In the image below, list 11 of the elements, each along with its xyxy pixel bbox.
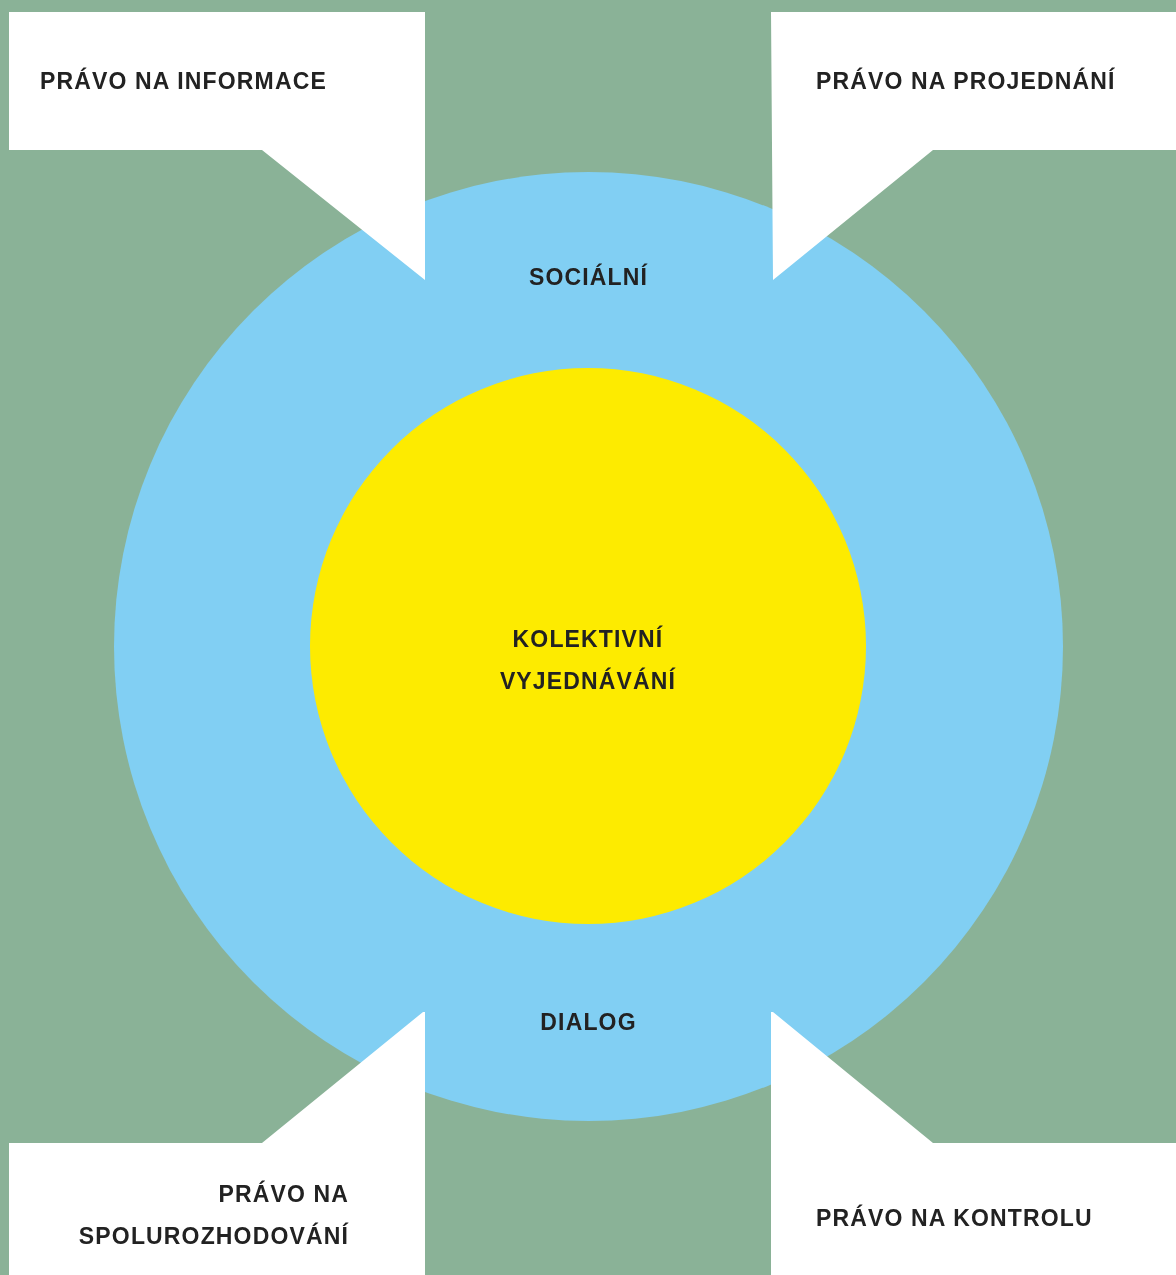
node-label: PRÁVO NA INFORMACE — [40, 66, 328, 96]
speech-callout — [9, 1012, 425, 1275]
node-label: DIALOG — [539, 1008, 638, 1037]
speech-callout — [771, 1012, 1176, 1275]
node-label: SOCIÁLNÍ — [527, 262, 650, 292]
node-label: PRÁVO NA SPOLUROZHODOVÁNÍ — [77, 1179, 349, 1251]
node-label: PRÁVO NA KONTROLU — [816, 1203, 1094, 1233]
speech-callout — [771, 12, 1176, 280]
speech-callout — [9, 12, 425, 280]
node-label: KOLEKTIVNÍ VYJEDNÁVÁNÍ — [498, 624, 678, 696]
node-label: PRÁVO NA PROJEDNÁNÍ — [816, 66, 1117, 96]
